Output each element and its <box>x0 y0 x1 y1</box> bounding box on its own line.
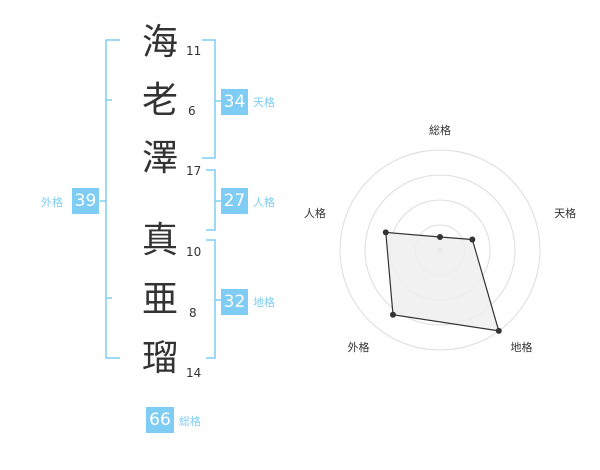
gaikaku-bracket <box>105 39 120 359</box>
soukaku-value-badge: 66 <box>146 407 174 433</box>
stroke-count-3: 17 <box>186 164 202 178</box>
radar-point-1 <box>437 234 443 240</box>
name-char-3: 澤 <box>141 138 178 179</box>
radar-point-4 <box>389 311 396 318</box>
name-char-1: 海 <box>141 22 178 63</box>
radar-point-2 <box>469 236 476 243</box>
name-char-4: 真 <box>141 220 178 261</box>
chikaku-value-badge: 32 <box>221 289 248 315</box>
stroke-count-6: 14 <box>186 366 202 380</box>
radar-axis-label-4: 外格 <box>347 340 369 354</box>
radar-axis-label-3: 地格 <box>511 340 533 354</box>
name-char-2: 老 <box>141 80 178 121</box>
chikaku-label: 地格 <box>253 296 275 309</box>
tenkaku-value-badge: 34 <box>221 89 248 115</box>
radar-axis-label-2: 天格 <box>554 206 576 220</box>
radar-grid-ring <box>339 149 541 351</box>
soukaku-label: 総格 <box>179 415 201 428</box>
tenkaku-label: 天格 <box>253 96 275 109</box>
stroke-count-4: 10 <box>186 245 202 259</box>
gaikaku-value-badge: 39 <box>72 188 99 214</box>
name-char-6: 瑠 <box>141 338 178 379</box>
stroke-count-1: 11 <box>186 44 202 58</box>
jinkaku-bracket <box>206 169 216 231</box>
radar-data-polygon <box>385 231 500 332</box>
radar-point-3 <box>495 327 502 334</box>
radar-point-5 <box>382 229 389 236</box>
stroke-count-5: 8 <box>189 306 197 320</box>
gaikaku-label: 外格 <box>41 196 63 209</box>
jinkaku-value-badge: 27 <box>221 188 248 214</box>
tenkaku-bracket <box>202 39 216 159</box>
radar-grid-ring <box>364 174 516 326</box>
chikaku-bracket <box>206 239 216 359</box>
name-char-5: 亜 <box>141 279 178 320</box>
jinkaku-label: 人格 <box>253 196 275 209</box>
radar-axis-label-5: 人格 <box>304 206 326 220</box>
radar-axis-label-1: 総格 <box>429 123 451 137</box>
stroke-count-2: 6 <box>188 104 196 118</box>
